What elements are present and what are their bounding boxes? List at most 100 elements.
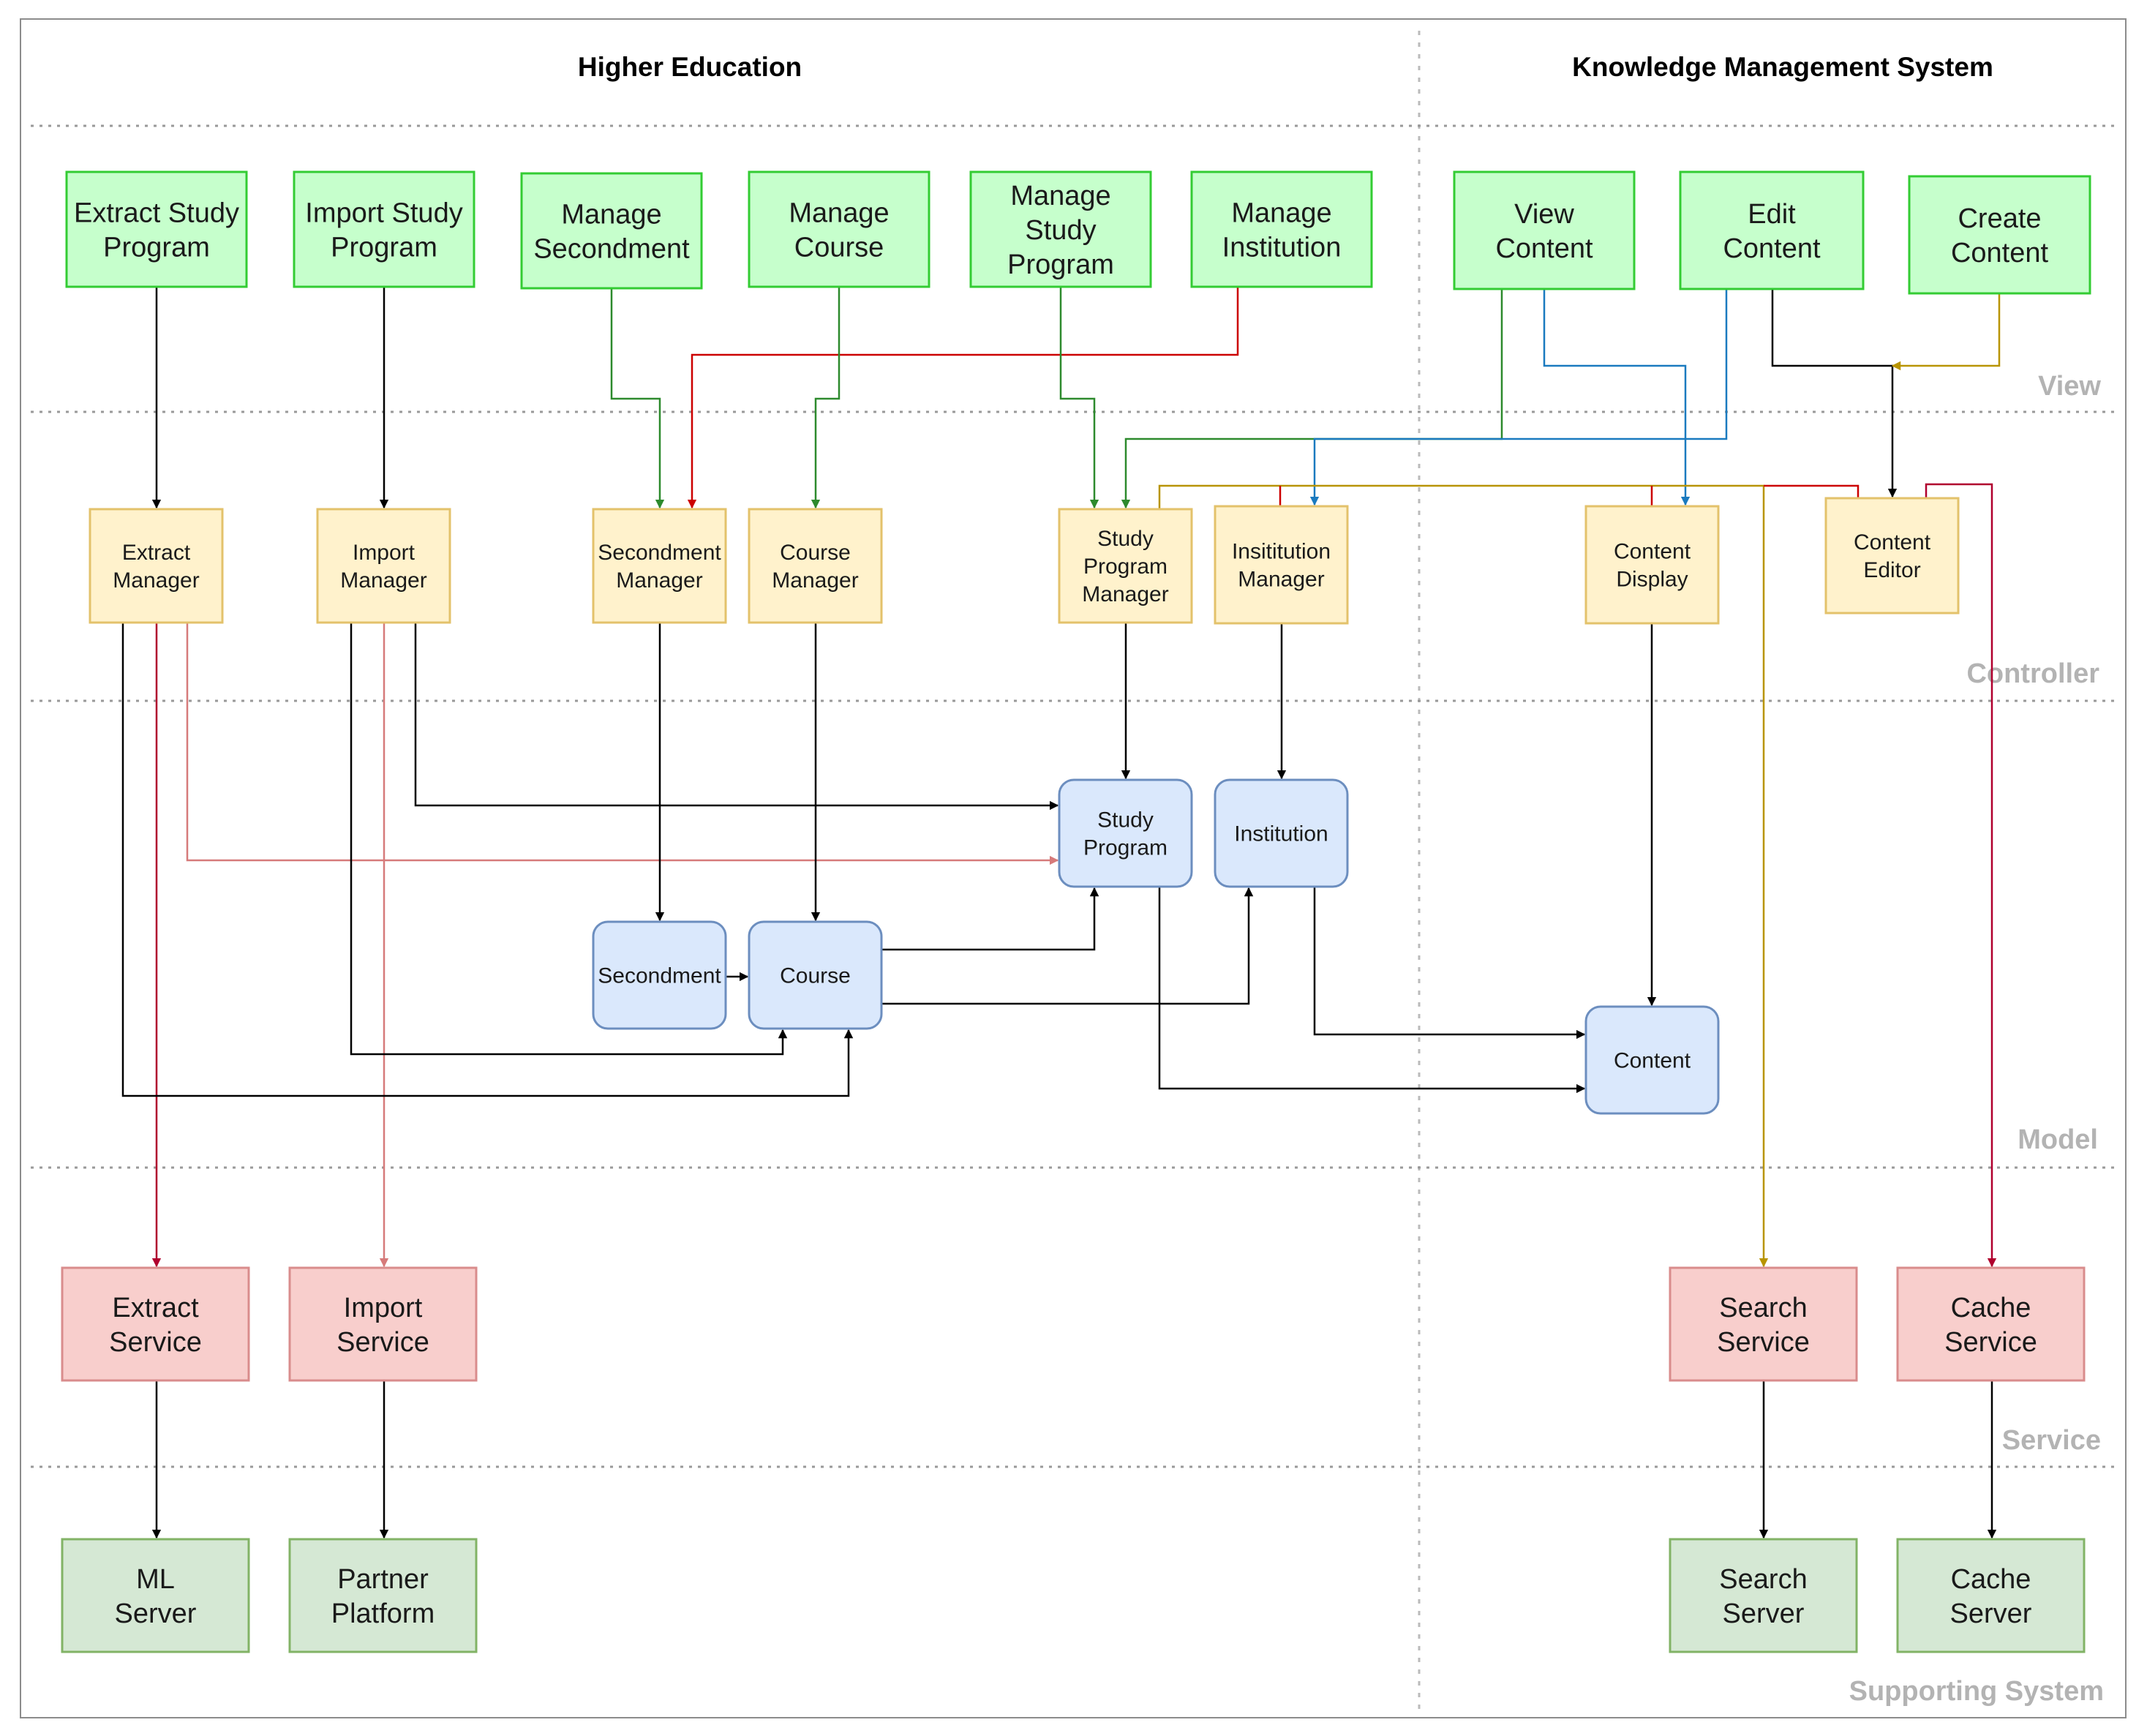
cache-service-box xyxy=(1896,1266,2086,1382)
partner-platform-box xyxy=(288,1538,478,1653)
node-institution: Institution xyxy=(1214,778,1349,888)
edge-import-manager-to-study-program xyxy=(350,623,788,1056)
search-service-label: Service xyxy=(1717,1327,1810,1358)
edge-secondment-to-course xyxy=(881,887,1099,951)
search-service-box xyxy=(1669,1266,1858,1382)
study-program-label: Study xyxy=(1097,808,1154,833)
import-study-program-label: Program xyxy=(331,232,437,263)
insititution-manager-box xyxy=(1214,505,1349,625)
content-display-label: Display xyxy=(1616,568,1688,592)
secondment-manager-label: Manager xyxy=(616,568,702,593)
edge-view-content-to-study-program-manager xyxy=(1309,289,1728,506)
extract-service-box xyxy=(61,1266,250,1382)
ml-server-label: ML xyxy=(136,1564,175,1595)
edge-institution-to-content xyxy=(1158,887,1586,1094)
edge-edit-content-to-content-editor xyxy=(1891,293,2001,371)
extract-manager-box xyxy=(89,508,224,624)
secondment-manager-box xyxy=(592,508,727,624)
course-box xyxy=(748,920,883,1030)
content-display-box xyxy=(1584,505,1720,625)
edge-edit-content-to-insititution-manager xyxy=(1543,289,1691,506)
institution-label: Institution xyxy=(1234,822,1328,846)
course-label: Course xyxy=(780,964,851,988)
ml-server-label: Server xyxy=(115,1598,197,1629)
view-content-label: Content xyxy=(1495,233,1593,264)
node-secondment: Secondment xyxy=(592,920,727,1030)
node-course: Course xyxy=(748,920,883,1030)
course-manager-label: Course xyxy=(780,541,851,565)
extract-study-program-label: Program xyxy=(103,232,210,263)
import-manager-box xyxy=(316,508,451,624)
partner-platform-label: Partner xyxy=(337,1564,429,1595)
edge-course-to-study-program xyxy=(881,887,1254,1005)
edge-manage-study-program-to-study-program-manager xyxy=(1059,287,1099,509)
extract-study-program-box xyxy=(65,170,248,288)
secondment-label: Secondment xyxy=(598,964,721,988)
edge-manage-course-to-course-manager xyxy=(811,287,841,509)
edge-create-content-to-content-editor xyxy=(1158,484,1769,1268)
cache-server-label: Cache xyxy=(1951,1564,2031,1595)
edge-course-to-institution xyxy=(1313,887,1586,1040)
extract-study-program-label: Extract Study xyxy=(74,198,239,228)
manage-course-box xyxy=(748,170,930,288)
section-title-higher-education: Higher Education xyxy=(578,52,802,82)
layer-label-service: Service xyxy=(2002,1425,2101,1456)
course-manager-box xyxy=(748,508,883,624)
search-server-label: Search xyxy=(1719,1564,1807,1595)
import-service-box xyxy=(288,1266,478,1382)
manage-secondment-box xyxy=(520,172,703,290)
edge-connector-2 xyxy=(1764,484,1860,498)
edge-view-content-to-content-display xyxy=(1771,289,1898,498)
edge-manage-institution-to-secondment-manager xyxy=(687,287,1239,509)
edge-import-manager-to-import-service xyxy=(186,623,1059,865)
node-content: Content xyxy=(1584,1005,1720,1115)
manage-institution-label: Institution xyxy=(1222,232,1342,263)
secondment-manager-label: Secondment xyxy=(598,541,721,565)
manage-secondment-label: Secondment xyxy=(533,233,690,264)
content-label: Content xyxy=(1614,1049,1691,1073)
content-editor-label: Content xyxy=(1854,530,1931,555)
layer-label-controller: Controller xyxy=(1966,658,2099,689)
import-study-program-label: Import Study xyxy=(305,198,462,228)
layer-label-view: View xyxy=(2038,371,2101,402)
manage-study-program-label: Manage xyxy=(1010,181,1110,211)
import-manager-label: Manager xyxy=(340,568,426,593)
layer-label-supporting-system: Supporting System xyxy=(1849,1676,2104,1707)
manage-study-program-label: Program xyxy=(1007,249,1114,280)
manage-course-label: Course xyxy=(794,232,884,263)
import-service-label: Service xyxy=(336,1327,429,1358)
secondment-box xyxy=(592,920,727,1030)
manage-institution-box xyxy=(1190,170,1373,288)
manage-study-program-label: Study xyxy=(1025,215,1096,246)
edge-extract-manager-to-study-program xyxy=(414,623,1059,811)
content-display-label: Content xyxy=(1614,540,1691,564)
content-editor-box xyxy=(1824,497,1960,615)
study-program-manager-label: Program xyxy=(1083,555,1167,579)
create-content-label: Create xyxy=(1958,203,2041,234)
cache-server-label: Server xyxy=(1950,1598,2032,1629)
institution-box xyxy=(1214,778,1349,888)
course-manager-label: Manager xyxy=(772,568,858,593)
search-server-box xyxy=(1669,1538,1858,1653)
import-manager-label: Import xyxy=(353,541,416,565)
import-study-program-box xyxy=(293,170,475,288)
edges xyxy=(121,287,2001,1539)
manage-study-program-box xyxy=(969,170,1152,288)
